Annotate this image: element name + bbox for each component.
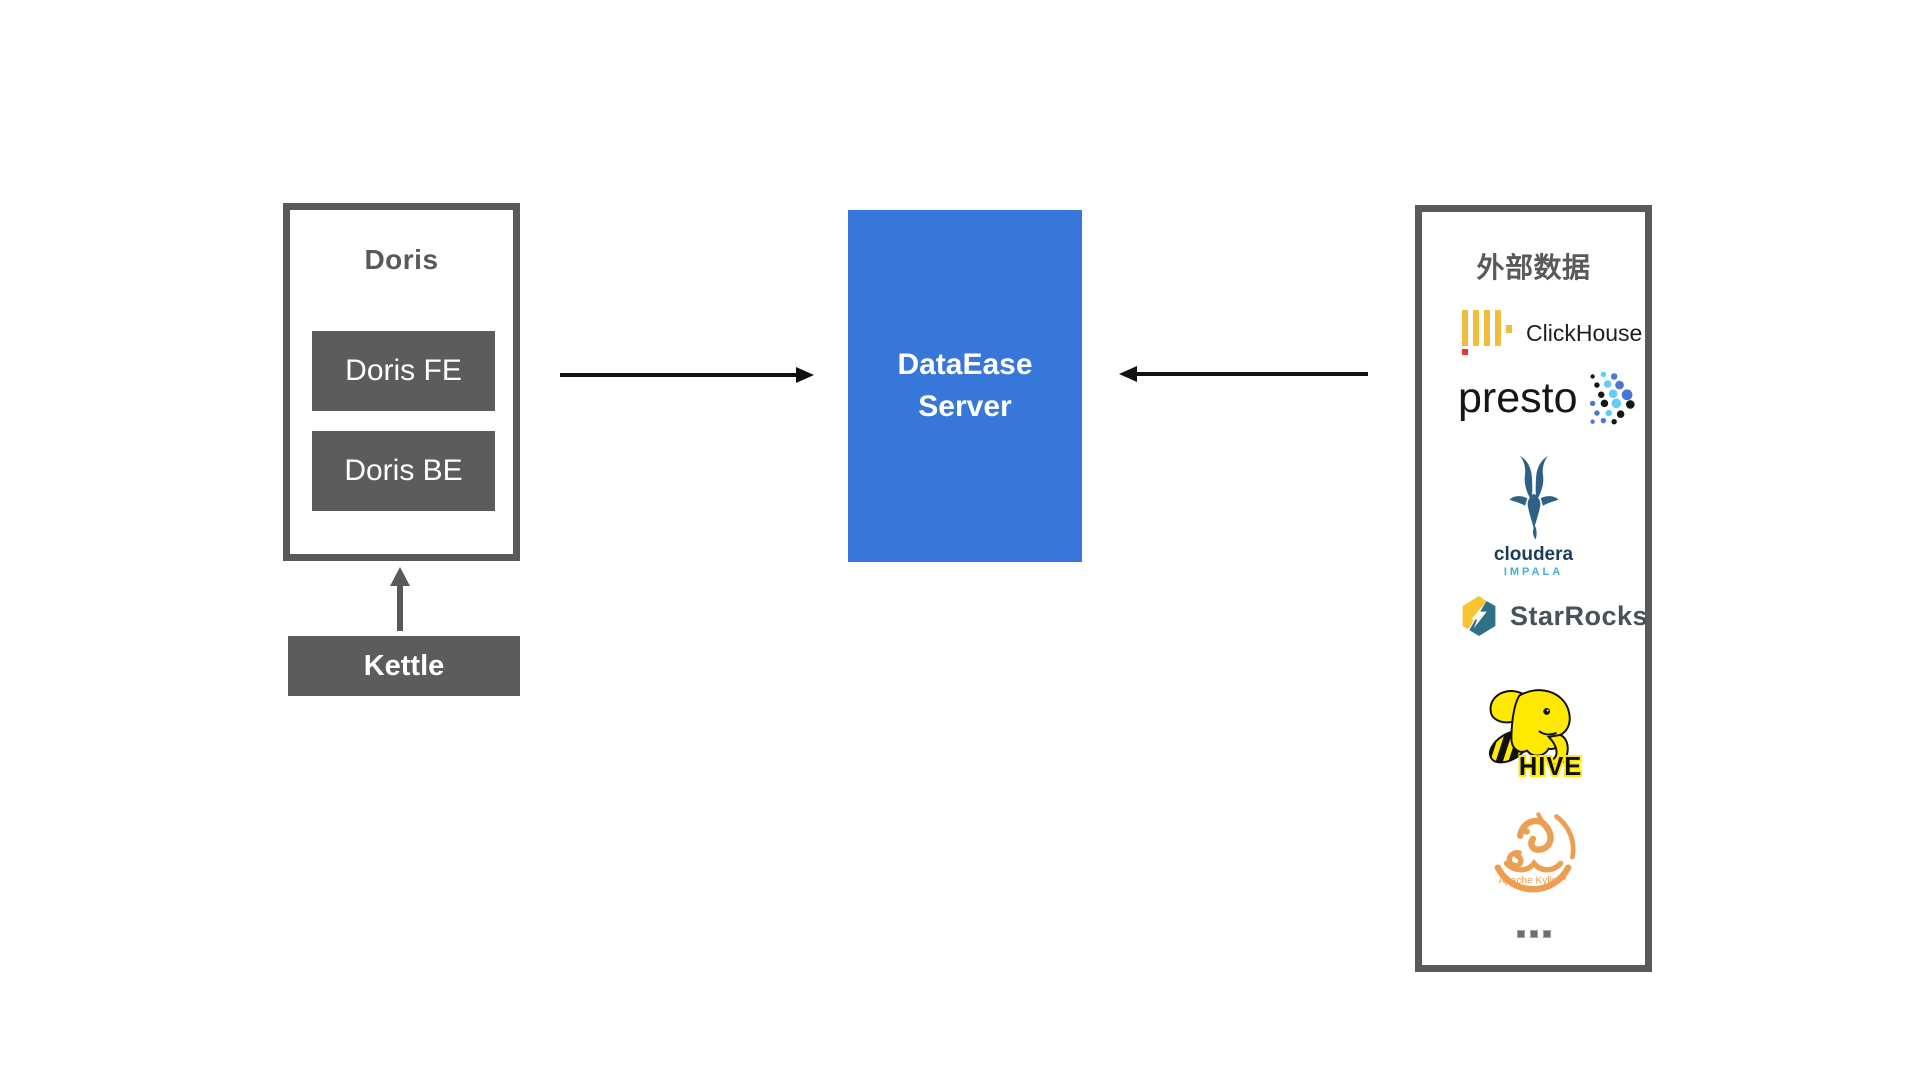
ellipsis-square <box>1529 930 1538 938</box>
kettle-node: Kettle <box>288 636 520 696</box>
arrow-kettle-to-doris <box>390 567 410 631</box>
server-label-line2: Server <box>918 390 1012 423</box>
hive-icon: HIVE <box>1484 689 1583 783</box>
doris-fe-node: Doris FE <box>312 331 495 411</box>
presto-dots-icon <box>1589 371 1635 425</box>
kylin-label: Apache Kylin™ <box>1498 876 1567 887</box>
arrow-external-to-server <box>1119 366 1368 382</box>
cloudera-label: cloudera <box>1493 544 1574 565</box>
clickhouse-label: ClickHouse <box>1526 319 1643 346</box>
clickhouse-logo: ClickHouse <box>1462 310 1642 356</box>
external-data-box: 外部数据 ClickHouse presto <box>1415 205 1652 972</box>
arrow-doris-to-server <box>560 367 814 383</box>
doris-be-node: Doris BE <box>312 431 495 511</box>
presto-label: presto <box>1458 373 1578 422</box>
server-label-line1: DataEase <box>897 348 1033 381</box>
more-sources-ellipsis-icon <box>1422 930 1645 938</box>
starrocks-icon <box>1462 596 1496 636</box>
hive-label: HIVE <box>1519 753 1582 780</box>
impala-label: IMPALA <box>1503 566 1564 578</box>
impala-icon <box>1508 455 1559 540</box>
presto-logo: presto <box>1458 370 1638 426</box>
hive-logo: HIVE <box>1480 682 1583 785</box>
doris-title: Doris <box>364 244 439 275</box>
starrocks-label: StarRocks <box>1510 600 1649 631</box>
dataease-server-node: DataEase Server <box>848 210 1082 562</box>
ellipsis-square <box>1516 930 1525 938</box>
starrocks-logo: StarRocks <box>1460 596 1648 636</box>
ellipsis-square <box>1542 930 1551 938</box>
clickhouse-icon <box>1462 310 1512 355</box>
cloudera-impala-logo: cloudera IMPALA <box>1422 452 1645 578</box>
external-data-title: 外部数据 <box>1476 252 1591 283</box>
kylin-logo: Apache Kylin™ <box>1490 808 1576 911</box>
kylin-icon: Apache Kylin™ <box>1494 812 1576 893</box>
